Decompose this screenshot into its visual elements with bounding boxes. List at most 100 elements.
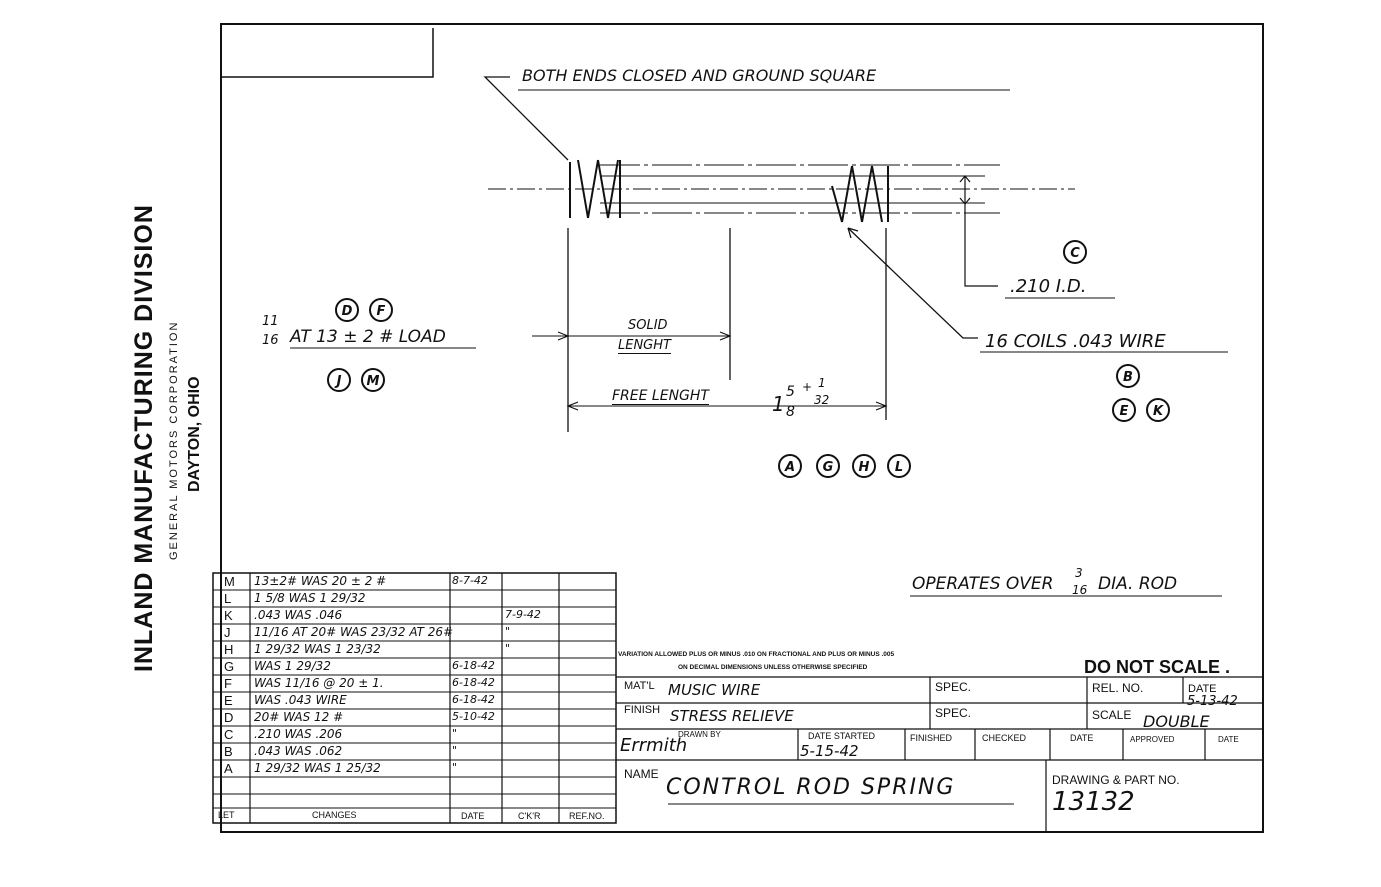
load-num: 11 <box>262 314 279 329</box>
free-length-label: FREE LENGHT <box>612 388 709 405</box>
revision-change: WAS 11/16 @ 20 ± 1. <box>254 676 384 690</box>
spec-label-1: SPEC. <box>935 680 972 694</box>
revision-checker: " <box>505 642 511 655</box>
rev-header-date: DATE <box>461 811 485 821</box>
revision-marker-e: E <box>1112 398 1136 422</box>
operates-prefix: OPERATES OVER <box>912 574 1054 594</box>
scale-value: DOUBLE <box>1143 712 1210 731</box>
revision-marker-h: H <box>852 454 876 478</box>
revision-checker: " <box>505 625 511 638</box>
revision-marker-l: L <box>887 454 911 478</box>
free-length-whole: 1 <box>772 392 785 416</box>
revision-date: " <box>452 744 458 757</box>
revision-letter: D <box>224 710 234 725</box>
revision-date: 6-18-42 <box>452 693 495 706</box>
revision-marker-label: A <box>784 460 795 475</box>
date-value: 5-13-42 <box>1187 694 1238 709</box>
solid-length-label-1: SOLID <box>628 318 668 333</box>
revision-marker-label: B <box>1123 370 1133 385</box>
revision-marker-f: F <box>369 298 393 322</box>
revision-date: " <box>452 761 458 774</box>
revision-letter: A <box>224 761 233 776</box>
revision-date: 6-18-42 <box>452 676 495 689</box>
revision-change: .043 WAS .046 <box>254 608 343 622</box>
revision-marker-j: J <box>327 368 351 392</box>
tolerance-plus: + <box>802 380 813 394</box>
finish-label: FINISH <box>624 704 661 716</box>
revision-marker-d: D <box>335 298 359 322</box>
finish-value: STRESS RELIEVE <box>670 707 794 725</box>
revision-letter: K <box>224 608 233 623</box>
date-label-2: DATE <box>1070 733 1094 743</box>
revision-change: .210 WAS .206 <box>254 727 343 741</box>
revision-letter: M <box>224 574 235 589</box>
marker-layer: C B E K D F J M A G H L <box>327 240 1170 478</box>
finished-label: FINISHED <box>910 733 953 743</box>
revision-change: 1 29/32 WAS 1 23/32 <box>254 642 381 656</box>
ends-note: BOTH ENDS CLOSED AND GROUND SQUARE <box>522 66 877 85</box>
rel-no-label: REL. NO. <box>1092 681 1144 695</box>
tolerance-den: 32 <box>814 393 830 407</box>
material-value: MUSIC WIRE <box>668 681 761 699</box>
revision-date: 8-7-42 <box>452 574 488 587</box>
revision-letter: C <box>224 727 234 742</box>
revision-change: .043 WAS .062 <box>254 744 343 758</box>
revision-change: WAS .043 WIRE <box>254 693 347 707</box>
id-note: .210 I.D. <box>1010 276 1087 297</box>
revision-letter: E <box>224 693 233 708</box>
revision-letter: F <box>224 676 232 691</box>
revision-letter: H <box>224 642 234 657</box>
revision-letter: J <box>224 625 231 640</box>
revision-date: 5-10-42 <box>452 710 495 723</box>
date-started-label: DATE STARTED <box>808 731 876 741</box>
rev-header-ckr: C'K'R <box>518 811 541 821</box>
rev-header-let: LET <box>218 810 235 820</box>
revision-marker-label: K <box>1153 404 1164 419</box>
revision-marker-a: A <box>778 454 802 478</box>
revision-change: 13±2# WAS 20 ± 2 # <box>254 574 387 588</box>
date-started-value: 5-15-42 <box>800 742 859 760</box>
name-label: NAME <box>624 767 659 781</box>
revision-marker-label: G <box>823 460 834 475</box>
revision-letter: G <box>224 659 235 674</box>
revision-marker-label: L <box>895 460 903 475</box>
drawn-by-label: DRAWN BY <box>678 730 721 739</box>
checked-label: CHECKED <box>982 733 1027 743</box>
revision-date: 6-18-42 <box>452 659 495 672</box>
variation-note-1: VARIATION ALLOWED PLUS OR MINUS .010 ON … <box>618 651 895 658</box>
do-not-scale: DO NOT SCALE . <box>1084 657 1231 677</box>
material-label: MAT'L <box>624 680 655 692</box>
date-label-3: DATE <box>1218 735 1239 744</box>
scale-label: SCALE <box>1092 708 1132 722</box>
rev-header-refno: REF.NO. <box>569 811 605 821</box>
operates-den: 16 <box>1072 583 1088 597</box>
spec-label-2: SPEC. <box>935 706 972 720</box>
revision-marker-g: G <box>816 454 840 478</box>
revision-marker-c: C <box>1063 240 1087 264</box>
free-length-den: 8 <box>786 404 795 420</box>
revision-marker-label: H <box>859 460 870 475</box>
revision-marker-label: F <box>377 304 386 319</box>
revision-letter: B <box>224 744 233 759</box>
revision-date: " <box>452 727 458 740</box>
date-label: DATE <box>1188 683 1217 695</box>
revision-marker-label: D <box>342 304 353 319</box>
coils-note: 16 COILS .043 WIRE <box>985 331 1166 352</box>
solid-length-label-2: LENGHT <box>618 338 671 354</box>
operates-num: 3 <box>1075 566 1083 580</box>
part-name: CONTROL ROD SPRING <box>666 775 956 800</box>
free-length-num: 5 <box>786 384 795 400</box>
revision-marker-label: E <box>1120 404 1129 419</box>
part-number-label: DRAWING & PART NO. <box>1052 773 1180 787</box>
revision-marker-label: C <box>1070 246 1080 261</box>
tolerance-num: 1 <box>818 376 826 390</box>
approved-label: APPROVED <box>1130 735 1175 744</box>
part-number: 13132 <box>1052 787 1135 817</box>
revision-change: WAS 1 29/32 <box>254 659 331 673</box>
revision-marker-m: M <box>361 368 385 392</box>
revision-change: 20# WAS 12 # <box>254 710 344 724</box>
revision-change: 1 29/32 WAS 1 25/32 <box>254 761 381 775</box>
revision-change: 11/16 AT 20# WAS 23/32 AT 26# <box>254 625 454 639</box>
revision-marker-label: M <box>367 374 380 389</box>
